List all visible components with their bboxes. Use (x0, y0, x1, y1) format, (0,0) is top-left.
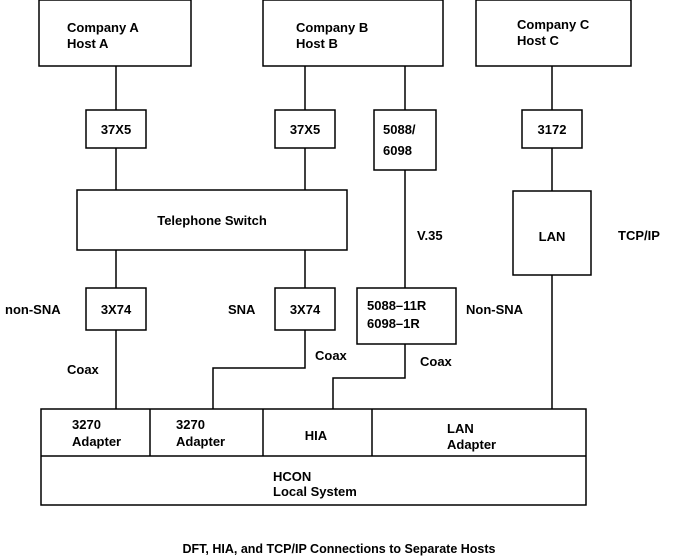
adapter-3270-2-line1: 3270 (176, 417, 205, 432)
coax-b-label: Coax (315, 348, 348, 363)
tcpip-label: TCP/IP (618, 228, 660, 243)
lan-adapter-line2: Adapter (447, 437, 496, 452)
controller-37x5-a-label: 37X5 (101, 122, 131, 137)
controller-5088-6098: 5088/ 6098 (373, 109, 437, 171)
telephone-switch-label: Telephone Switch (157, 213, 267, 228)
v35-label: V.35 (417, 228, 443, 243)
connection-lines (115, 66, 553, 409)
host-b-host: Host B (296, 36, 338, 51)
controller-37x5-b-label: 37X5 (290, 122, 320, 137)
host-a-company: Company A (67, 20, 139, 35)
coax-a-label: Coax (67, 362, 100, 377)
hia-controller-label-2: 6098–1R (367, 316, 420, 331)
cluster-3x74-a-label: 3X74 (101, 302, 132, 317)
controller-3172-label: 3172 (538, 122, 567, 137)
host-c-host: Host C (517, 33, 560, 48)
controller-37x5-a: 37X5 (85, 109, 147, 149)
host-c-company: Company C (517, 17, 590, 32)
non-sna-a-label: non-SNA (5, 302, 61, 317)
host-a-host: Host A (67, 36, 109, 51)
telephone-switch: Telephone Switch (76, 189, 348, 251)
figure-caption: DFT, HIA, and TCP/IP Connections to Sepa… (182, 542, 495, 556)
controller-5088-label: 5088/ (383, 122, 416, 137)
line-coax-c (332, 344, 406, 409)
host-b-box: Company B Host B (262, 0, 444, 67)
lan-label: LAN (539, 229, 566, 244)
line-coax-b (212, 330, 306, 409)
controller-37x5-b: 37X5 (274, 109, 336, 149)
cluster-3x74-b: 3X74 (274, 287, 336, 331)
host-c-box: Company C Host C (475, 0, 632, 67)
non-sna-c-label: Non-SNA (466, 302, 524, 317)
cluster-3x74-b-label: 3X74 (290, 302, 321, 317)
adapter-3270-1-line2: Adapter (72, 434, 121, 449)
adapter-3270-1-line1: 3270 (72, 417, 101, 432)
adapter-3270-2-line2: Adapter (176, 434, 225, 449)
cluster-3x74-a: 3X74 (85, 287, 147, 331)
lan-box: LAN (512, 190, 592, 276)
host-a-box: Company A Host A (38, 0, 192, 67)
local-system-line1: HCON (273, 469, 311, 484)
sna-b-label: SNA (228, 302, 256, 317)
hia-adapter-label: HIA (305, 428, 328, 443)
controller-6098-label: 6098 (383, 143, 412, 158)
coax-c-label: Coax (420, 354, 453, 369)
hia-controller-label-1: 5088–11R (367, 298, 427, 313)
lan-adapter-line1: LAN (447, 421, 474, 436)
host-b-company: Company B (296, 20, 368, 35)
local-system-line2: Local System (273, 484, 357, 499)
controller-3172: 3172 (521, 109, 583, 149)
local-system: 3270 Adapter 3270 Adapter HIA LAN Adapte… (40, 408, 587, 506)
hia-controller-5088-11r: 5088–11R 6098–1R (356, 287, 457, 345)
